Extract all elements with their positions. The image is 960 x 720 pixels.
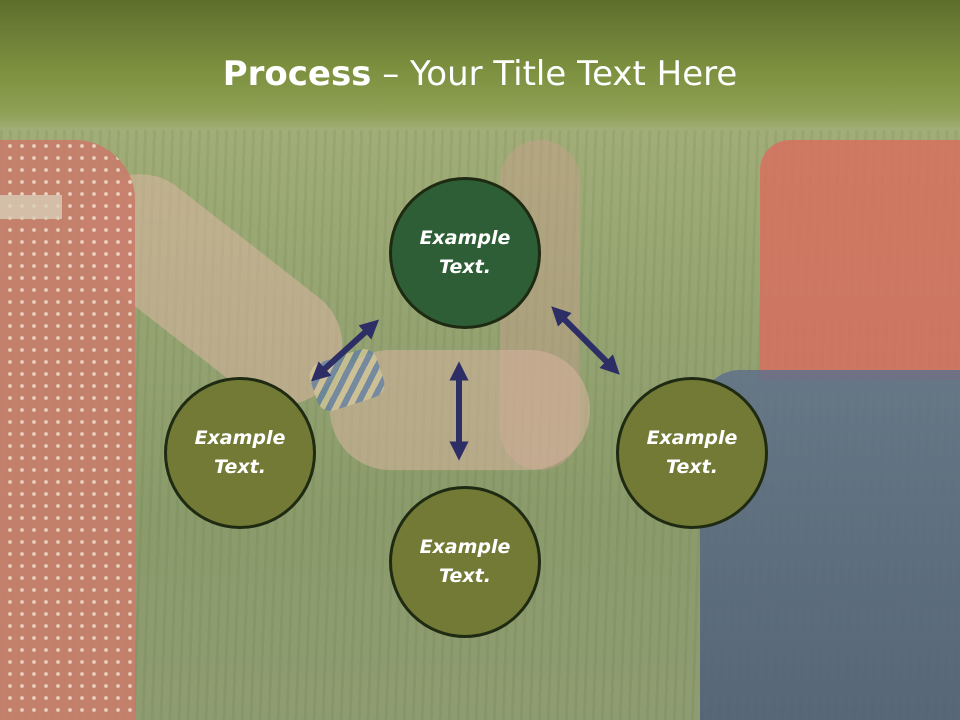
- node-top-text: Example Text.: [419, 227, 511, 278]
- title-bar: [0, 0, 960, 130]
- slide-title[interactable]: Process – Your Title Text Here: [0, 52, 960, 96]
- arrow-top-right: [551, 306, 620, 375]
- belt: [0, 195, 62, 219]
- process-node-left[interactable]: Example Text.: [164, 377, 316, 529]
- title-bold: Process: [222, 54, 372, 94]
- node-bottom-text: Example Text.: [419, 536, 511, 587]
- process-node-top[interactable]: Example Text.: [389, 177, 541, 329]
- polka-dot-dress: [0, 140, 135, 720]
- node-left-text: Example Text.: [194, 427, 286, 478]
- process-node-bottom[interactable]: Example Text.: [389, 486, 541, 638]
- process-node-right[interactable]: Example Text.: [616, 377, 768, 529]
- arrow-top-left: [310, 319, 380, 382]
- title-rest: – Your Title Text Here: [371, 54, 738, 94]
- red-shirt: [760, 140, 960, 380]
- node-right-text: Example Text.: [646, 427, 738, 478]
